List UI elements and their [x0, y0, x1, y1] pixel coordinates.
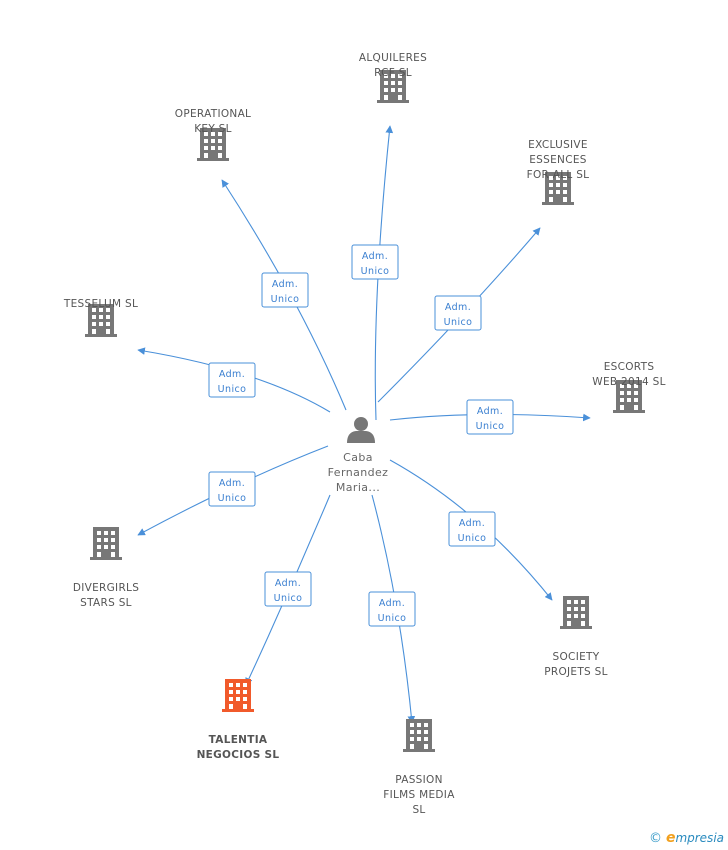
role-badge-operational[interactable]: Adm. Unico	[261, 272, 309, 308]
role-label: Adm.	[362, 251, 388, 262]
role-badge-exclusive[interactable]: Adm. Unico	[434, 295, 482, 331]
role-label: Adm.	[219, 478, 245, 489]
company-label-line: TALENTIA	[209, 734, 268, 746]
role-label: Adm.	[219, 369, 245, 380]
role-label: Unico	[476, 421, 505, 432]
company-label-line: ESSENCES	[529, 154, 587, 166]
company-label-line: WEB 2014 SL	[592, 376, 665, 388]
company-label-line: ESCORTS	[604, 361, 655, 373]
roles-layer: Adm.UnicoAdm.UnicoAdm.UnicoAdm.UnicoAdm.…	[208, 244, 514, 627]
company-label-line: TESSELUM SL	[63, 298, 138, 310]
company-node-exclusive[interactable]: EXCLUSIVE ESSENCES FOR ALL SL	[527, 139, 590, 205]
role-badge-box	[351, 244, 399, 280]
role-label: Unico	[361, 266, 390, 277]
role-badge-box	[208, 362, 256, 398]
role-badge-box	[208, 471, 256, 507]
role-label: Unico	[444, 317, 473, 328]
company-label-line: SOCIETY	[553, 651, 600, 663]
role-badge-passion[interactable]: Adm. Unico	[368, 591, 416, 627]
company-label-line: ALQUILERES	[359, 52, 427, 64]
company-label-line: RCF SL	[374, 67, 412, 79]
role-label: Unico	[378, 613, 407, 624]
building-icon	[403, 719, 435, 752]
company-label-line: FILMS MEDIA	[383, 789, 455, 801]
company-label-line: KEY SL	[194, 123, 232, 135]
person-name-line: Fernandez	[328, 466, 389, 479]
role-badge-box	[466, 399, 514, 435]
company-node-society[interactable]: SOCIETY PROJETS SL	[544, 596, 608, 678]
role-badge-box	[264, 571, 312, 607]
company-label-line: STARS SL	[80, 597, 132, 609]
person-node[interactable]: CabaFernandezMaria...	[328, 417, 389, 494]
company-node-divergirls[interactable]: DIVERGIRLS STARS SL	[73, 527, 139, 609]
nodes-layer: ALQUILERES RCF SL OPERATIONAL KEY SL EXCLUSI…	[63, 52, 666, 816]
company-node-passion[interactable]: PASSION FILMS MEDIA SL	[383, 719, 455, 816]
building-icon	[222, 679, 254, 712]
company-label-line: DIVERGIRLS	[73, 582, 139, 594]
role-badge-box	[261, 272, 309, 308]
company-label-line: EXCLUSIVE	[528, 139, 588, 151]
company-label-line: PROJETS SL	[544, 666, 608, 678]
edge-alquileres	[374, 125, 394, 421]
role-label: Unico	[458, 533, 487, 544]
person-name-line: Caba	[343, 451, 373, 464]
company-label-line: PASSION	[395, 774, 443, 786]
company-node-talentia[interactable]: TALENTIA NEGOCIOS SL	[197, 679, 280, 761]
person-name-line: Maria...	[336, 481, 380, 494]
role-label: Adm.	[379, 598, 405, 609]
empresia-logo[interactable]: empresia	[665, 830, 724, 846]
role-badge-talentia[interactable]: Adm. Unico	[264, 571, 312, 607]
role-label: Adm.	[445, 302, 471, 313]
person-icon	[347, 417, 375, 443]
company-label-line: NEGOCIOS SL	[197, 749, 280, 761]
role-badge-tesselum[interactable]: Adm. Unico	[208, 362, 256, 398]
role-badge-box	[448, 511, 496, 547]
company-label-line: FOR ALL SL	[527, 169, 590, 181]
company-node-alquileres[interactable]: ALQUILERES RCF SL	[359, 52, 427, 103]
role-label: Adm.	[275, 578, 301, 589]
footer-brand: © empresia	[649, 830, 724, 846]
company-label-line: OPERATIONAL	[175, 108, 251, 120]
role-label: Adm.	[459, 518, 485, 529]
role-label: Unico	[218, 493, 247, 504]
company-node-tesselum[interactable]: TESSELUM SL	[63, 298, 138, 337]
role-badge-divergirls[interactable]: Adm. Unico	[208, 471, 256, 507]
role-label: Adm.	[477, 406, 503, 417]
building-icon	[560, 596, 592, 629]
company-label-line: SL	[412, 804, 425, 816]
company-node-operational[interactable]: OPERATIONAL KEY SL	[175, 108, 251, 161]
building-icon	[90, 527, 122, 560]
role-label: Unico	[218, 384, 247, 395]
role-badge-box	[368, 591, 416, 627]
role-badge-society[interactable]: Adm. Unico	[448, 511, 496, 547]
role-badge-escorts[interactable]: Adm. Unico	[466, 399, 514, 435]
role-label: Unico	[274, 593, 303, 604]
role-badge-alquileres[interactable]: Adm. Unico	[351, 244, 399, 280]
company-node-escorts[interactable]: ESCORTS WEB 2014 SL	[592, 361, 665, 413]
copyright-symbol: ©	[648, 830, 662, 846]
role-label: Adm.	[272, 279, 298, 290]
role-badge-box	[434, 295, 482, 331]
role-label: Unico	[271, 294, 300, 305]
